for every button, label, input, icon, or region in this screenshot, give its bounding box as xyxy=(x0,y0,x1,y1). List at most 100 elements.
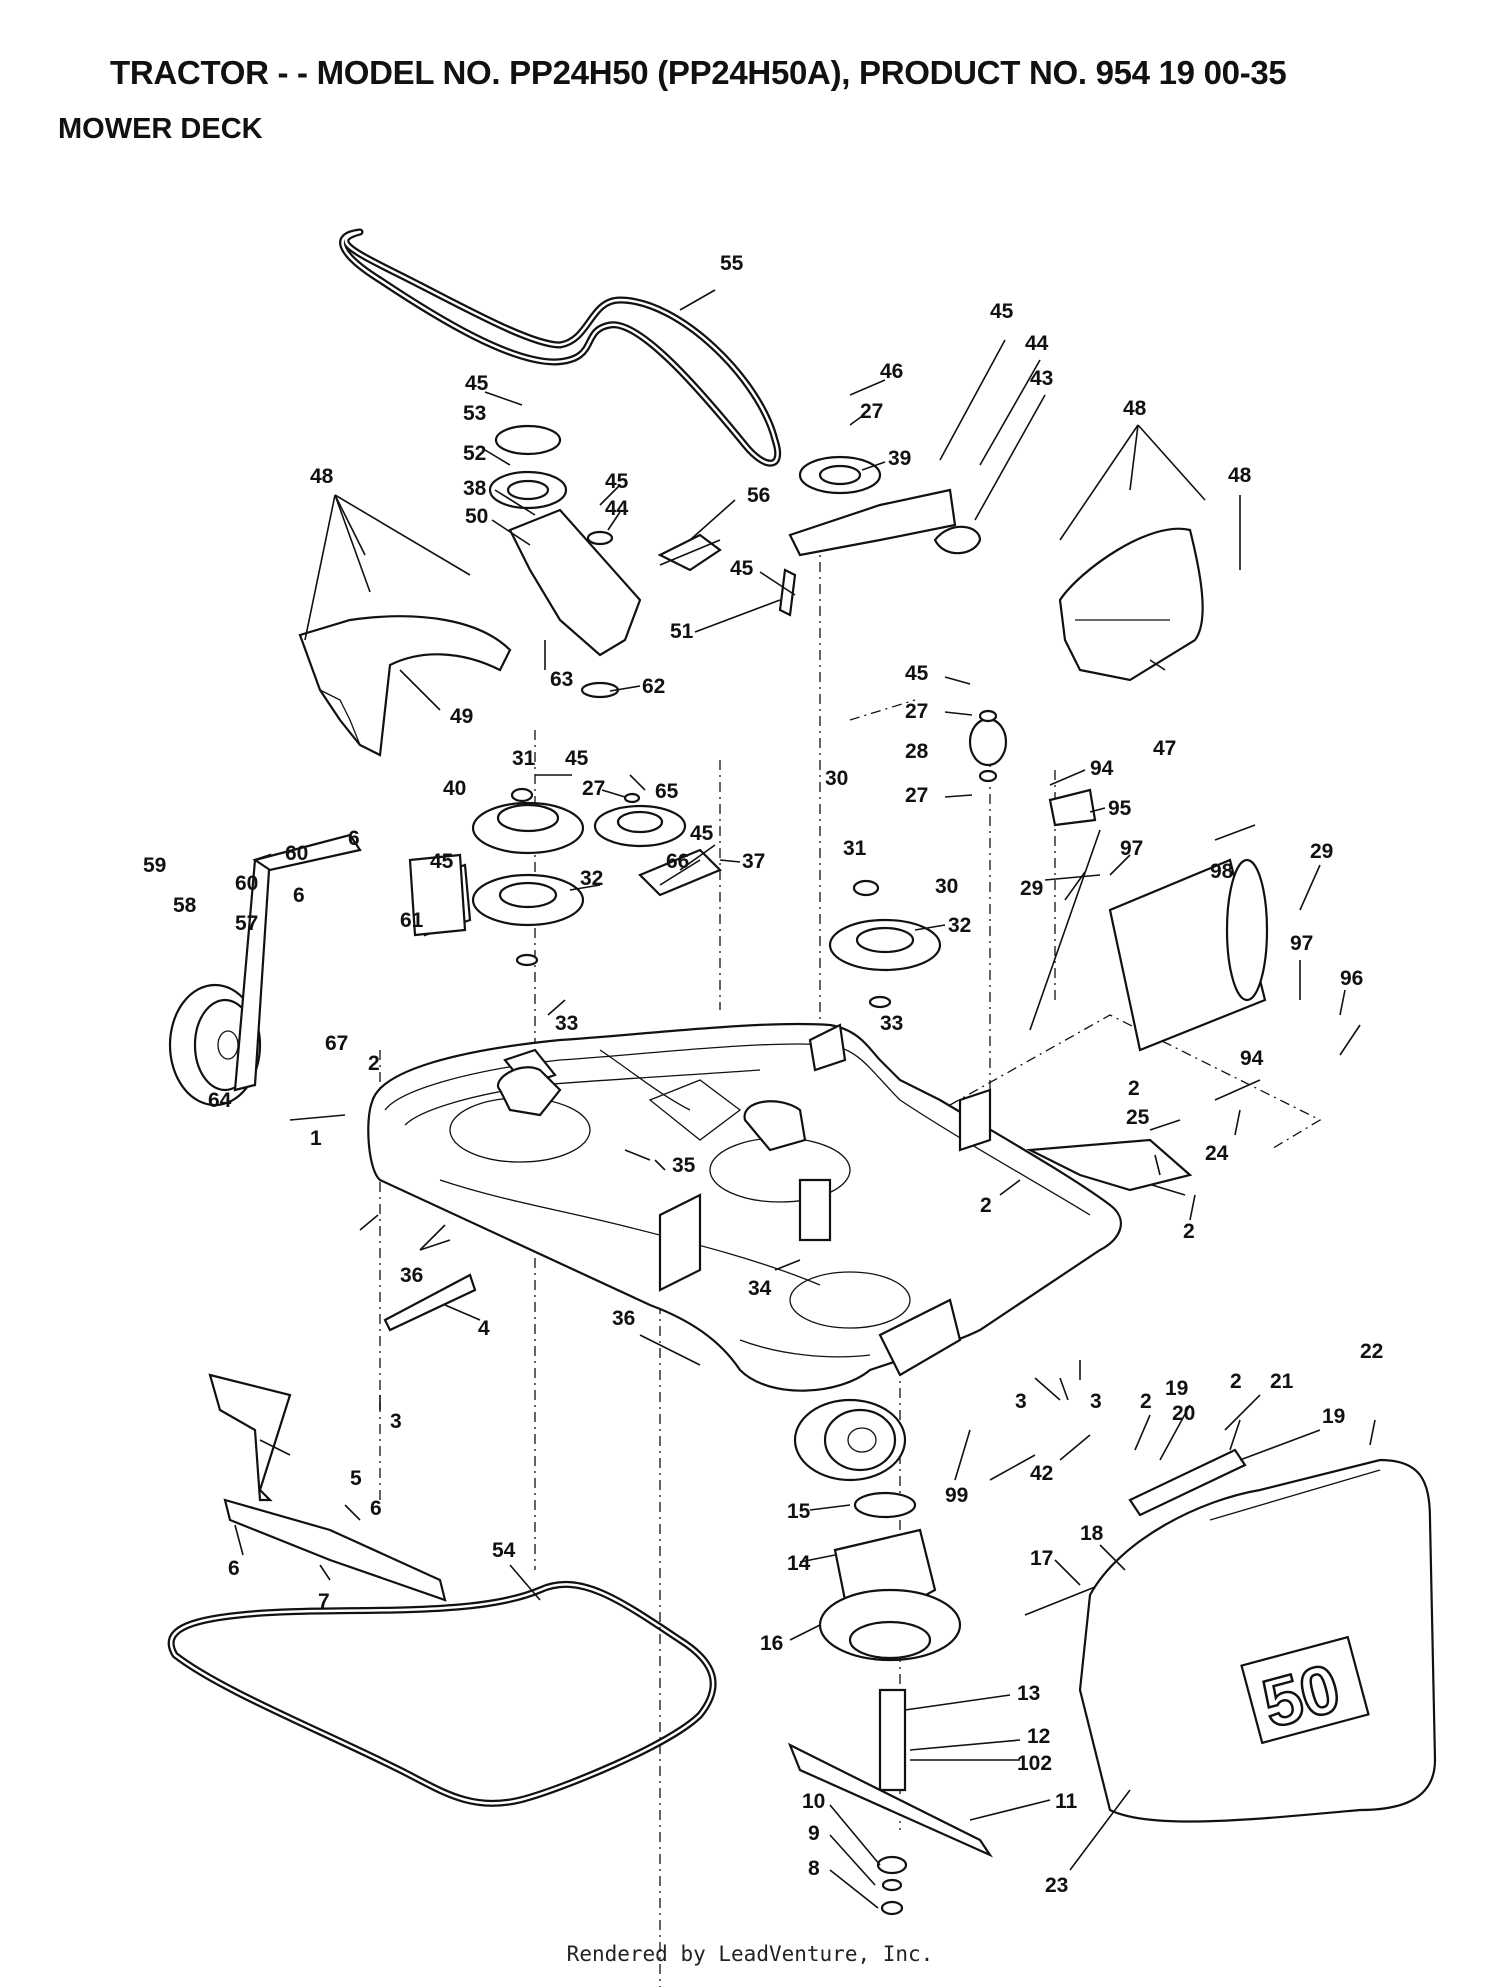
callout-label: 27 xyxy=(905,700,928,723)
callout-label: 94 xyxy=(1090,757,1114,780)
callout-label: 12 xyxy=(1027,1725,1050,1748)
upper-drive-belt xyxy=(339,228,782,467)
callout-label: 4 xyxy=(478,1317,490,1340)
callout-label: 2 xyxy=(1230,1370,1242,1393)
callout-label: 3 xyxy=(1090,1390,1102,1413)
callout-label: 67 xyxy=(325,1032,348,1055)
callout-label: 48 xyxy=(1228,464,1252,487)
callout-label: 18 xyxy=(1080,1522,1104,1545)
callout-label: 60 xyxy=(235,872,258,895)
callout-label: 45 xyxy=(430,850,454,873)
callout-label: 3 xyxy=(390,1410,402,1433)
callout-label: 64 xyxy=(208,1089,232,1112)
callout-label: 5 xyxy=(350,1467,362,1490)
callout-label: 56 xyxy=(747,484,770,507)
callout-label: 60 xyxy=(285,842,308,865)
callout-label: 44 xyxy=(1025,332,1049,355)
callout-label: 38 xyxy=(463,477,487,500)
callout-label: 2 xyxy=(1128,1077,1140,1100)
callout-label: 48 xyxy=(310,465,334,488)
callout-label: 47 xyxy=(1153,737,1176,760)
callout-label: 8 xyxy=(808,1857,820,1880)
callout-label: 9 xyxy=(808,1822,820,1845)
callout-label: 99 xyxy=(945,1484,968,1507)
callout-label: 2 xyxy=(980,1194,992,1217)
callout-label: 14 xyxy=(787,1552,811,1575)
callout-label: 36 xyxy=(400,1264,423,1287)
callout-label: 57 xyxy=(235,912,258,935)
callout-label: 48 xyxy=(1123,397,1147,420)
callout-label: 39 xyxy=(888,447,911,470)
callout-label: 24 xyxy=(1205,1142,1229,1165)
callout-label: 32 xyxy=(948,914,971,937)
callout-label: 3 xyxy=(1015,1390,1027,1413)
callout-label: 45 xyxy=(465,372,489,395)
callout-label: 42 xyxy=(1030,1462,1053,1485)
callout-label: 54 xyxy=(492,1539,516,1562)
callout-label: 65 xyxy=(655,780,679,803)
callout-label: 59 xyxy=(143,854,166,877)
discharge-chute: 50 xyxy=(1078,1458,1437,1823)
callout-label: 2 xyxy=(368,1052,380,1075)
callout-label: 19 xyxy=(1165,1377,1188,1400)
callout-label: 37 xyxy=(742,850,765,873)
callout-label: 10 xyxy=(802,1790,825,1813)
callout-label: 66 xyxy=(666,850,689,873)
callout-label: 45 xyxy=(690,822,714,845)
callout-label: 27 xyxy=(905,784,928,807)
callout-label: 95 xyxy=(1108,797,1132,820)
callout-labels: 55 45 44 43 46 27 39 45 53 52 38 45 44 5… xyxy=(143,252,1383,1897)
callout-label: 27 xyxy=(860,400,883,423)
callout-label: 2 xyxy=(1183,1220,1195,1243)
callout-label: 30 xyxy=(935,875,958,898)
callout-label: 44 xyxy=(605,497,629,520)
render-credit: Rendered by LeadVenture, Inc. xyxy=(566,1942,934,1966)
leader-lines xyxy=(234,289,1376,1909)
callout-label: 6 xyxy=(370,1497,382,1520)
callout-label: 25 xyxy=(1126,1106,1150,1129)
callout-label: 45 xyxy=(990,300,1014,323)
mounting-brackets xyxy=(208,833,1193,1602)
callout-label: 22 xyxy=(1360,1340,1383,1363)
callout-label: 31 xyxy=(843,837,867,860)
callout-label: 61 xyxy=(400,909,424,932)
callout-label: 13 xyxy=(1017,1682,1040,1705)
callout-label: 29 xyxy=(1020,877,1043,900)
callout-label: 35 xyxy=(672,1154,696,1177)
callout-label: 53 xyxy=(463,402,486,425)
callout-label: 49 xyxy=(450,705,473,728)
callout-label: 94 xyxy=(1240,1047,1264,1070)
callout-label: 2 xyxy=(1140,1390,1152,1413)
callout-label: 102 xyxy=(1017,1752,1052,1775)
page-title: TRACTOR - - MODEL NO. PP24H50 (PP24H50A)… xyxy=(110,54,1287,91)
callout-label: 55 xyxy=(720,252,744,275)
callout-label: 50 xyxy=(465,505,488,528)
callout-label: 31 xyxy=(512,747,536,770)
deck-wheel xyxy=(793,1398,907,1482)
callout-label: 34 xyxy=(748,1277,772,1300)
callout-label: 19 xyxy=(1322,1405,1345,1428)
callout-label: 6 xyxy=(348,827,360,850)
spindle-assembly xyxy=(787,1491,994,1916)
callout-label: 98 xyxy=(1210,860,1234,883)
section-subtitle: MOWER DECK xyxy=(58,113,263,145)
callout-label: 11 xyxy=(1055,1790,1078,1813)
callout-label: 45 xyxy=(905,662,929,685)
callout-label: 23 xyxy=(1045,1874,1068,1897)
callout-label: 21 xyxy=(1270,1370,1294,1393)
callout-label: 16 xyxy=(760,1632,783,1655)
callout-label: 7 xyxy=(318,1590,330,1613)
callout-label: 15 xyxy=(787,1500,811,1523)
callout-label: 30 xyxy=(825,767,848,790)
callout-label: 32 xyxy=(580,867,603,890)
lower-drive-belt xyxy=(167,1580,717,1807)
callout-label: 45 xyxy=(605,470,629,493)
callout-label: 97 xyxy=(1290,932,1313,955)
anti-scalp-roller xyxy=(1108,858,1269,1052)
callout-label: 36 xyxy=(612,1307,635,1330)
callout-label: 52 xyxy=(463,442,486,465)
callout-label: 51 xyxy=(670,620,694,643)
callout-label: 58 xyxy=(173,894,197,917)
callout-label: 33 xyxy=(555,1012,578,1035)
